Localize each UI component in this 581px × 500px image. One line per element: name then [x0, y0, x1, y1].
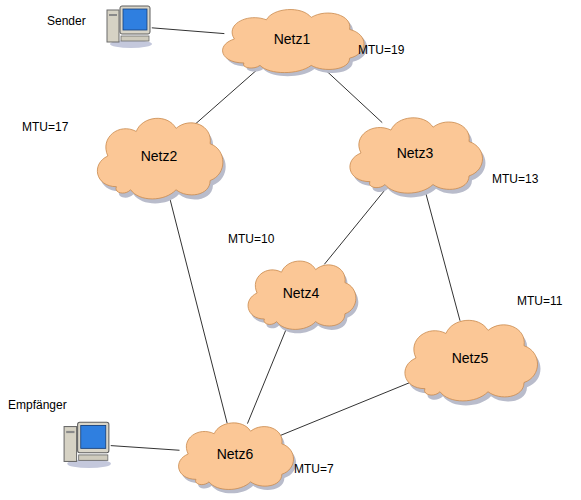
cloud-outline: [179, 423, 294, 490]
network-name: Netz5: [452, 350, 489, 366]
screen: [81, 425, 106, 448]
network-cloud: Netz3MTU=13: [340, 110, 490, 196]
drive-slot: [109, 14, 117, 16]
tower: [107, 10, 119, 42]
cloud-outline: [97, 118, 223, 199]
computer-icon: [105, 4, 153, 48]
screen: [123, 9, 147, 30]
mtu-label: MTU=19: [358, 43, 404, 57]
network-link: [321, 66, 382, 123]
computer-node: Empfänger: [62, 420, 112, 468]
mtu-label: MTU=17: [22, 120, 68, 134]
network-link: [194, 66, 262, 126]
tower: [64, 427, 77, 462]
cloud-outline: [350, 118, 483, 193]
cloud-outline: [405, 320, 538, 401]
network-link: [424, 188, 460, 321]
computer-node: Sender: [105, 4, 153, 48]
keyboard: [79, 455, 108, 460]
cloud-outline: [248, 261, 356, 329]
cloud-outline: [223, 10, 364, 73]
network-link: [152, 28, 225, 34]
network-name: Netz4: [283, 285, 320, 301]
network-cloud: Netz1MTU=19: [212, 3, 372, 75]
network-cloud: Netz6MTU=7: [170, 416, 300, 492]
network-link: [111, 446, 180, 451]
network-name: Netz2: [141, 148, 178, 164]
network-name: Netz6: [217, 446, 254, 462]
network-name: Netz1: [274, 31, 311, 47]
host-label: Empfänger: [8, 398, 67, 412]
computer-icon: [62, 420, 112, 468]
mtu-label: MTU=11: [517, 294, 562, 308]
mtu-label: MTU=10: [228, 232, 274, 246]
network-name: Netz3: [397, 145, 434, 161]
network-link: [169, 193, 228, 423]
network-link: [324, 185, 388, 264]
monitor: [120, 6, 150, 34]
network-cloud: Netz2MTU=17: [88, 110, 230, 202]
network-link: [280, 380, 417, 436]
network-cloud: Netz4MTU=10: [240, 254, 362, 332]
host-label: Sender: [47, 14, 86, 28]
keyboard: [121, 36, 149, 41]
mtu-label: MTU=7: [294, 462, 334, 476]
mtu-label: MTU=13: [492, 172, 538, 186]
network-link: [247, 324, 288, 424]
network-cloud: Netz5MTU=11: [395, 312, 545, 404]
drive-slot: [66, 431, 74, 433]
monitor: [78, 422, 109, 453]
